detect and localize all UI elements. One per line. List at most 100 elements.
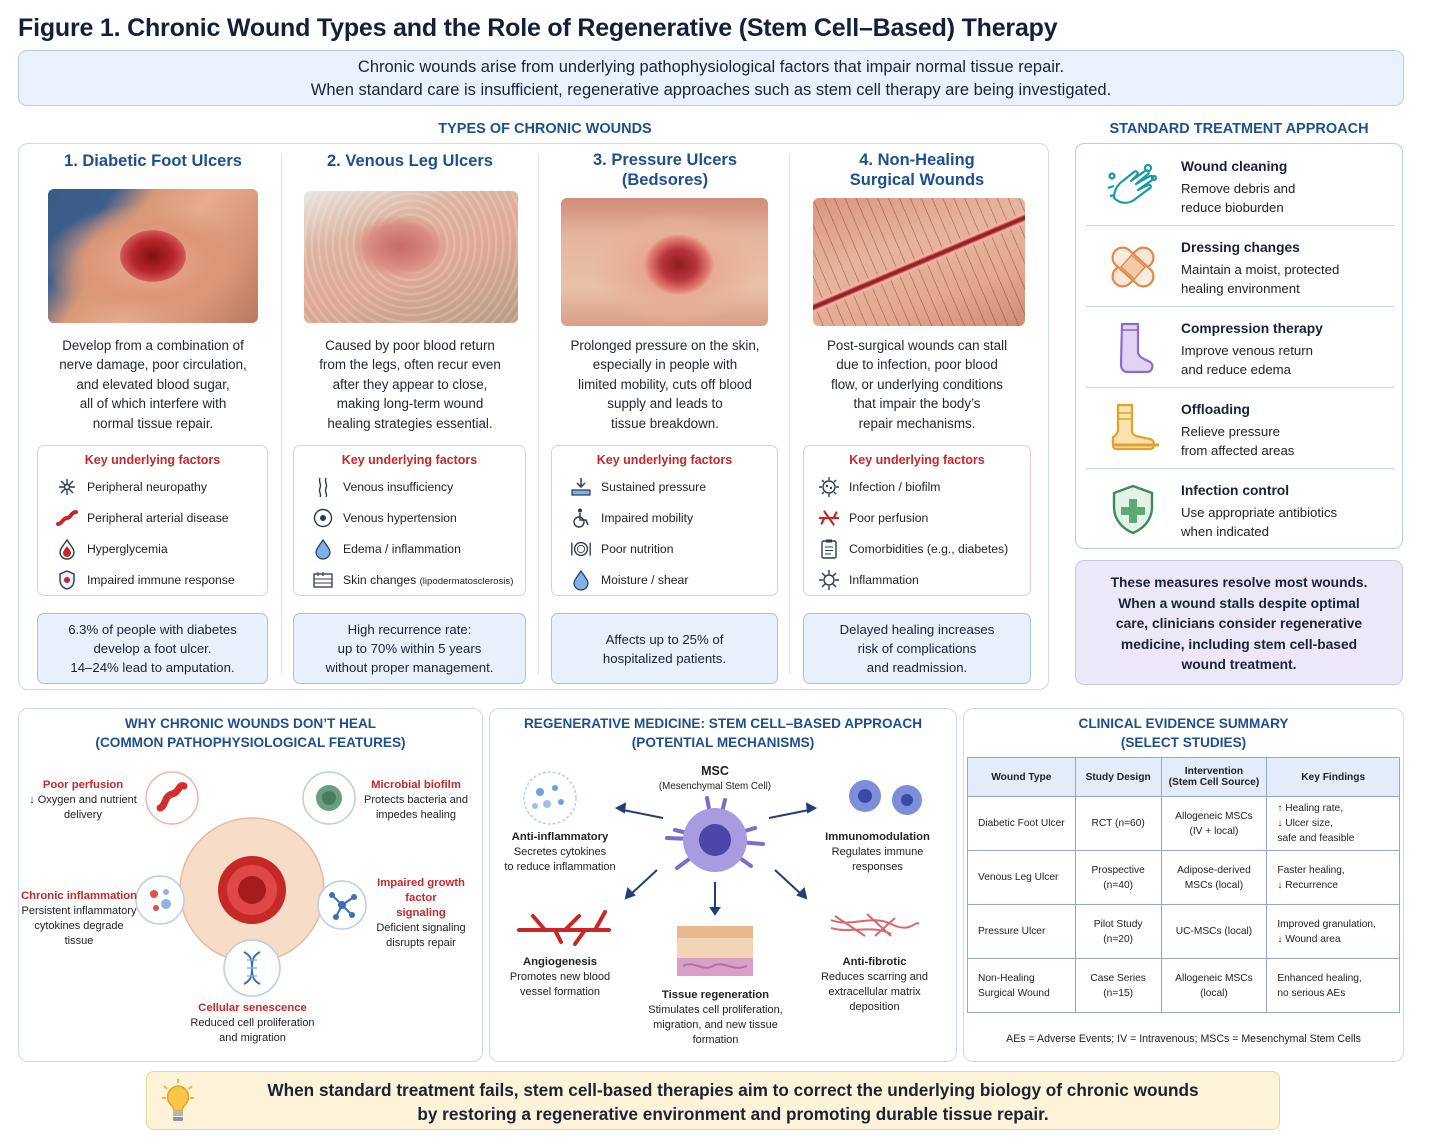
wound-title: 1. Diabetic Foot Ulcers <box>64 152 242 170</box>
table-cell: Prospective(n=40) <box>1074 850 1162 905</box>
table-cell: Venous Leg Ulcer <box>967 850 1076 905</box>
table-cell: Improved granulation,↓ Wound area <box>1266 904 1400 959</box>
nerve-icon <box>56 476 78 498</box>
angiogenesis-icon <box>517 910 611 946</box>
factor-row: Venous hypertension <box>312 507 457 529</box>
lightbulb-icon <box>162 1079 194 1121</box>
factor-row: Venous insufficiency <box>312 476 453 498</box>
msc-cell-icon <box>665 796 765 872</box>
dna-node-icon <box>223 939 281 997</box>
table-cell: ↑ Healing rate,↓ Ulcer size,safe and fea… <box>1266 796 1400 851</box>
treatment-title: Compression therapy <box>1181 321 1323 336</box>
column-header: Intervention(Stem Cell Source) <box>1160 757 1268 797</box>
factor-row: Poor perfusion <box>818 507 928 529</box>
key-factors-box: Key underlying factors Sustained pressur… <box>551 445 778 596</box>
regen-panel <box>489 708 957 1062</box>
table-cell: UC-MSCs (local) <box>1160 904 1268 959</box>
why-heading: WHY CHRONIC WOUNDS DON’T HEAL(COMMON PAT… <box>95 716 406 750</box>
wound-description: Prolonged pressure on the skin,especiall… <box>570 338 760 431</box>
immunomodulation-icon <box>849 780 922 815</box>
key-factors-box: Key underlying factors Peripheral neurop… <box>37 445 268 596</box>
standard-heading: STANDARD TREATMENT APPROACH <box>1109 121 1369 137</box>
treatment-title: Offloading <box>1181 402 1250 417</box>
key-factors-title: Key underlying factors <box>596 453 733 467</box>
factor-row: Edema / inflammation <box>312 538 461 560</box>
plate-icon <box>570 538 592 560</box>
regen-heading: REGENERATIVE MEDICINE: STEM CELL–BASED A… <box>523 716 923 750</box>
table-row: Venous Leg Ulcer Prospective(n=40) Adipo… <box>967 850 1400 905</box>
treatment-title: Wound cleaning <box>1181 159 1288 174</box>
factor-row: Infection / biofilm <box>818 476 940 498</box>
bandage-icon <box>1104 239 1162 295</box>
types-heading: TYPES OF CHRONIC WOUNDS <box>438 121 652 137</box>
vessel-icon <box>818 507 840 529</box>
anti-fibrotic-icon <box>830 913 920 937</box>
table-cell: Pressure Ulcer <box>967 904 1076 959</box>
footer-text: When standard treatment fails, stem cell… <box>267 1080 1199 1124</box>
wound-title: 3. Pressure Ulcers(Bedsores) <box>592 151 737 189</box>
artery-icon <box>56 507 78 529</box>
msc-label: MSC(Mesenchymal Stem Cell) <box>658 764 772 792</box>
standard-note: These measures resolve most wounds.When … <box>1075 560 1403 685</box>
factor-row: Peripheral arterial disease <box>56 507 229 529</box>
figure-title: Figure 1. Chronic Wound Types and the Ro… <box>18 14 1058 42</box>
factor-row: Impaired mobility <box>570 507 693 529</box>
tissue-regeneration-icon <box>677 926 753 976</box>
factor-row: Poor nutrition <box>570 538 674 560</box>
biofilm-node-icon <box>302 771 356 825</box>
venous-leg-photo <box>304 191 518 323</box>
treatment-item: Dressing changes Maintain a moist, prote… <box>1086 227 1394 307</box>
table-cell: Case Series(n=15) <box>1074 958 1162 1013</box>
intro-line-1: Chronic wounds arise from underlying pat… <box>357 58 1065 76</box>
factor-row: Moisture / shear <box>570 569 688 591</box>
wound-stat-box: High recurrence rate:up to 70% within 5 … <box>293 613 526 684</box>
column-header: Key Findings <box>1266 757 1400 797</box>
pressure-gauge-icon <box>312 507 334 529</box>
table-cell: Pilot Study(n=20) <box>1074 904 1162 959</box>
why-diagram <box>135 771 367 997</box>
treatment-item: Infection control Use appropriate antibi… <box>1086 470 1394 550</box>
table-header-row: Wound Type Study Design Intervention(Ste… <box>967 757 1400 797</box>
intro-line-2: When standard care is insufficient, rege… <box>310 81 1112 99</box>
table-cell: RCT (n=60) <box>1074 796 1162 851</box>
wound-column-diabetic: 1. Diabetic Foot Ulcers Develop from a c… <box>28 146 278 686</box>
treatment-title: Infection control <box>1181 483 1290 498</box>
table-row: Diabetic Foot Ulcer RCT (n=60) Allogenei… <box>967 796 1400 851</box>
hand-wash-icon <box>1104 158 1162 214</box>
evidence-footnote: AEs = Adverse Events; IV = Intravenous; … <box>1006 1033 1361 1045</box>
factor-row: Hyperglycemia <box>56 538 168 560</box>
diabetic-foot-photo <box>48 189 258 323</box>
blood-drop-icon <box>56 538 78 560</box>
germ-icon <box>818 476 840 498</box>
surgical-wound-photo <box>813 198 1025 326</box>
regen-diagram <box>517 771 922 976</box>
inflammation-icon <box>818 569 840 591</box>
key-factors-title: Key underlying factors <box>84 453 221 467</box>
footer-banner: When standard treatment fails, stem cell… <box>146 1071 1280 1130</box>
skin-layers-icon <box>312 569 334 591</box>
moisture-icon <box>570 569 592 591</box>
table-cell: Enhanced healing,no serious AEs <box>1266 958 1400 1013</box>
key-factors-box: Key underlying factors Venous insufficie… <box>293 445 526 596</box>
pressure-ulcer-photo <box>561 198 768 326</box>
evidence-table: Wound Type Study Design Intervention(Ste… <box>967 757 1400 1013</box>
column-header: Study Design <box>1074 757 1162 797</box>
table-cell: Allogeneic MSCs(IV + local) <box>1160 796 1268 851</box>
compression-sock-icon <box>1104 320 1162 376</box>
